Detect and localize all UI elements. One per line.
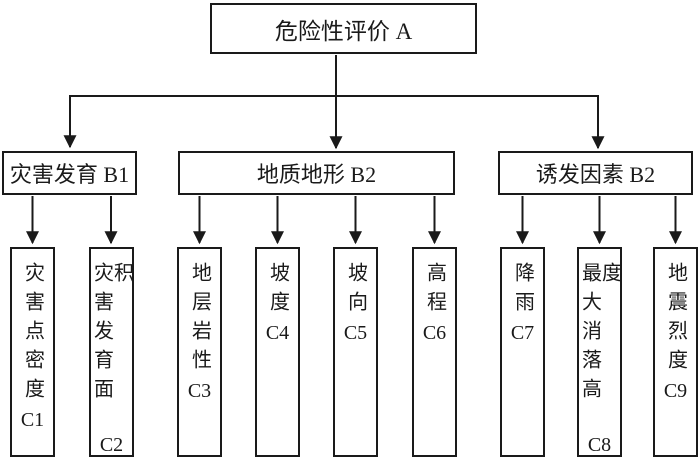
leaf-code: C4 — [265, 322, 290, 344]
leaf-code: C5 — [343, 322, 368, 344]
leaf-code: C8 — [587, 434, 612, 456]
node-b1: 灾害发育 B1 — [2, 151, 137, 195]
leaf-code: C6 — [422, 322, 447, 344]
leaf-label: 高程 — [423, 262, 446, 320]
leaf-label: 地震烈度 — [664, 262, 687, 378]
node-b2: 地质地形 B2 — [178, 151, 455, 195]
leaf-label: 坡度 — [266, 262, 289, 320]
node-c6: 高程 C6 — [412, 247, 457, 457]
node-c3: 地层岩性 C3 — [177, 247, 222, 457]
node-c4: 坡度 C4 — [255, 247, 300, 457]
node-c5: 坡向 C5 — [333, 247, 378, 457]
node-c9: 地震烈度 C9 — [653, 247, 698, 457]
leaf-code: C9 — [663, 380, 688, 402]
node-c2: 灾害发育面积 C2 — [89, 247, 134, 457]
leaf-label: 降雨 — [511, 262, 534, 320]
leaf-code: C7 — [510, 322, 535, 344]
leaf-label: 灾害点密度 — [21, 262, 44, 407]
leaf-label: 坡向 — [344, 262, 367, 320]
node-b3: 诱发因素 B2 — [498, 151, 693, 195]
node-c1: 灾害点密度 C1 — [10, 247, 55, 457]
leaf-label: 灾害发育面积 — [90, 262, 133, 407]
node-c7: 降雨 C7 — [500, 247, 545, 457]
leaf-code: C3 — [187, 380, 212, 402]
leaf-code: C1 — [20, 409, 45, 431]
node-root-a: 危险性评价 A — [210, 3, 477, 54]
node-c8: 最大消落高度 C8 — [577, 247, 622, 457]
leaf-label: 地层岩性 — [188, 262, 211, 378]
leaf-label: 最大消落高度 — [578, 262, 621, 407]
leaf-code: C2 — [99, 434, 124, 456]
